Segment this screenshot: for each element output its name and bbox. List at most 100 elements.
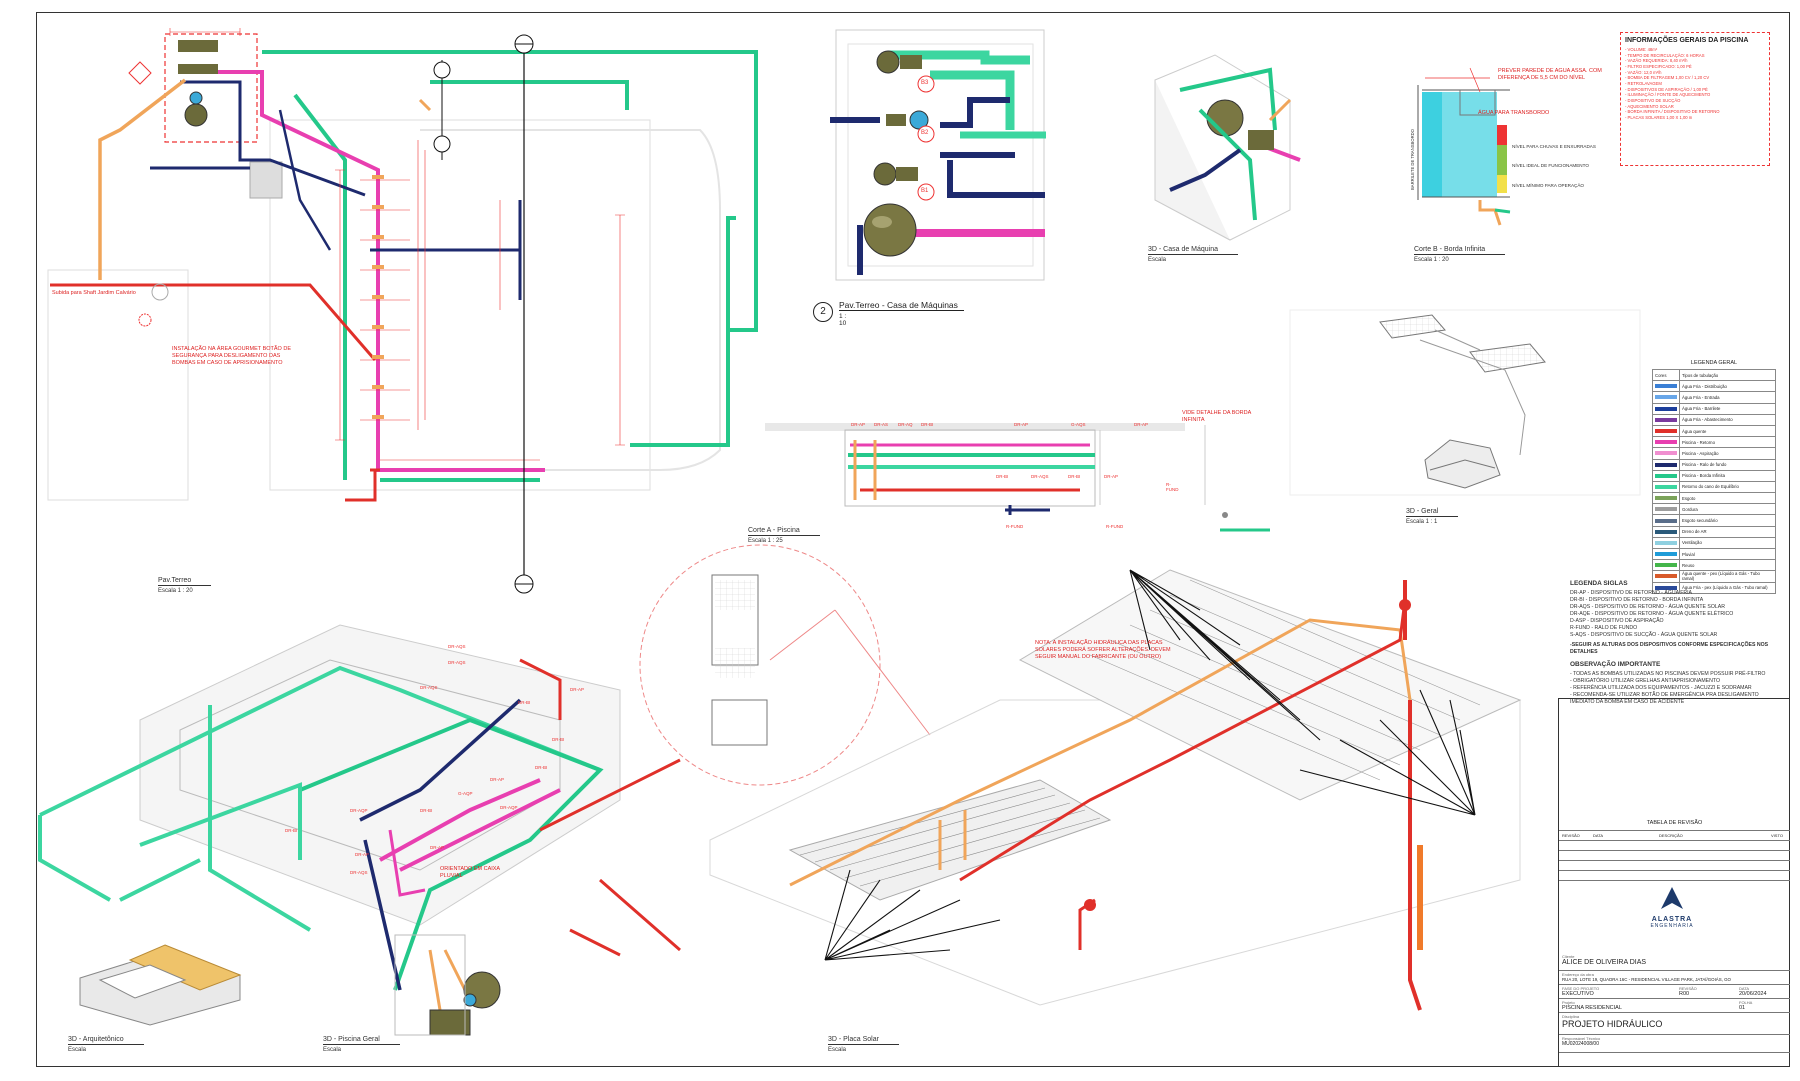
legend-row: Água Fria - Entrada (1652, 391, 1776, 404)
view-title-casa-maquina-3d: 3D - Casa de Máquina Escala (1148, 245, 1239, 265)
legend-label: Água Fria - Distribuição (1679, 380, 1776, 393)
legend-swatch (1652, 380, 1680, 393)
legend-swatch-color (1655, 440, 1677, 445)
info-line: - VOLUME: 48m³ (1625, 47, 1658, 52)
legend-row: Ventilação (1652, 536, 1776, 550)
legend-swatch-color (1655, 484, 1677, 489)
note-orientado-caixa-pluvial: ORIENTADO EM CAIXA PLUVIAL (440, 866, 500, 879)
legend-swatch-color (1655, 429, 1677, 434)
view-title-casa-maquinas-label: Pav.Terreo - Casa de Máquinas (839, 300, 964, 311)
corte-a-label: DR-AP (1134, 422, 1149, 427)
legend-swatch (1652, 536, 1680, 550)
view-title-pav-terreo-scale: Escala 1 : 20 (158, 588, 193, 595)
legend-swatch (1652, 525, 1680, 538)
stairs-detail (639, 544, 931, 786)
revision-row-empty (1559, 871, 1790, 881)
note-detalhe-borda: VIDE DETALHE DA BORDA INFINITA (1182, 410, 1251, 423)
legend-swatch-color (1655, 540, 1677, 545)
info-line: - BORDA INFINITA / DISPOSITIVO DE RETORN… (1625, 109, 1720, 115)
corte-a-label: DR-BI (1068, 474, 1081, 479)
revision-col-revisao: REVISÃO (1562, 833, 1580, 838)
piscina-label: DR-AP (430, 845, 445, 850)
piscina-label: DR-AQS (420, 685, 438, 690)
view-title-geral-3d: 3D - Geral Escala 1 : 1 (1406, 507, 1459, 527)
corte-a-label: DR-BI (996, 474, 1009, 479)
legend-row: Esgoto (1652, 492, 1776, 505)
note-gourmet: INSTALAÇÃO NA ÁREA GOURMET BOTÃO DE SEGU… (172, 346, 291, 366)
legend-label: Piscina - Retorno (1679, 436, 1776, 449)
discipline-row: Disciplina PROJETO HIDRÁULICO (1559, 1013, 1790, 1035)
piscina-label: DR-AP (490, 777, 505, 782)
piscina-label: DR-AQP (350, 808, 368, 813)
legend-row: Piscina - Retorno (1652, 436, 1776, 449)
view-title-corte-b-scale: Escala 1 : 20 (1414, 257, 1449, 264)
legend-swatch-color (1655, 563, 1677, 568)
legend-swatch (1652, 469, 1680, 482)
company-name: ALASTRA (1651, 916, 1693, 923)
pav-terreo-plan (47, 28, 758, 594)
sigla-line: S-AQS - DISPOSITIVO DE SUCÇÃO - ÁGUA QUE… (1570, 631, 1718, 638)
obs-line: - TODAS AS BOMBAS UTILIZADAS NO PISCINAS… (1570, 670, 1766, 677)
legend-row: Retorno do cano de Equilíbrio (1652, 480, 1776, 494)
legend-row: Piscina - Aspiração (1652, 447, 1776, 460)
legend-header-tipos: Tipos de tubulação (1679, 368, 1776, 382)
corte-a-label: R-FUND (1006, 524, 1024, 529)
view-title-casa-maquina-3d-scale: Escala (1148, 257, 1167, 264)
obs-title: OBSERVAÇÃO IMPORTANTE (1570, 660, 1661, 668)
legend-row: Dreno de AR (1652, 525, 1776, 538)
corte-a-label: DR-AQ (898, 422, 913, 427)
legend-swatch (1652, 480, 1680, 494)
view-title-placa-solar-3d-scale: Escala (828, 1047, 847, 1054)
legend-label: Retorno do cano de Equilíbrio (1679, 480, 1776, 494)
note-agua-transbordo: ÁGUA PARA TRANSBORDO (1478, 110, 1550, 116)
corte-a-label: R-FUND (1106, 524, 1124, 529)
address-label: Endereço da obra (1562, 972, 1594, 977)
legend-label: Ventilação (1679, 536, 1776, 550)
info-line: - BOMBA DE FILTRAGEM 1,00 CV / 1,20 CV (1625, 75, 1710, 81)
piscina-label: DR-BI (552, 737, 565, 742)
sigla-line: DR-AP - DISPOSITIVO DE RETORNO - ÁGUA FR… (1570, 589, 1693, 596)
info-line: - VAZÃO REQUERIDA: 8,40 m³/h (1625, 58, 1688, 64)
revision-col-descricao: DESCRIÇÃO (1659, 833, 1683, 838)
view-title-piscina-geral-3d-scale: Escala (323, 1047, 342, 1054)
note-nivel-ideal: NÍVEL IDEAL DE FUNCIONAMENTO (1512, 163, 1589, 168)
revision-col-visto: VISTO (1771, 833, 1783, 838)
corte-a-label: DR-AS (874, 422, 889, 427)
view-title-piscina-geral-3d: 3D - Piscina Geral Escala (323, 1035, 400, 1055)
piscina-label: DR-BI (420, 808, 433, 813)
pump-label-b2: B2 (921, 130, 929, 136)
legend-row: Pluvial (1652, 547, 1776, 561)
legend-label: Água Fria - pex (Líquido a Gás - Tubo ra… (1679, 581, 1776, 594)
note-nivel-minimo: NÍVEL MÍNIMO PARA OPERAÇÃO (1512, 183, 1584, 188)
legend-swatch (1652, 581, 1680, 594)
legend-swatch-color (1655, 507, 1677, 512)
info-box: INFORMAÇÕES GERAIS DA PISCINA - VOLUME: … (1620, 32, 1770, 166)
legend-row: Água Fria - pex (Líquido a Gás - Tubo ra… (1652, 581, 1776, 594)
legend-swatch (1652, 559, 1680, 572)
info-box-lines: - VOLUME: 48m³- TEMPO DE RECIRCULAÇÃO: 6… (1625, 47, 1765, 121)
view-title-pav-terreo-label: Pav.Terreo (158, 576, 212, 587)
legend-label: Água Fria - Abastecimento (1679, 413, 1776, 426)
note-subida: Subida para Shaft Jardim Calvário (52, 290, 136, 296)
piscina-label: DR-AP (570, 687, 585, 692)
corte-a-labels: DR-AP DR-AS DR-AQ DR-BI DR-AP G-AQS DR-A… (836, 420, 1179, 530)
legend-swatch-color (1655, 384, 1677, 389)
drawing-frame (36, 12, 1790, 1067)
sigla-line: DR-BI - DISPOSITIVO DE RETORNO - BORDA I… (1570, 596, 1704, 603)
siglas-lines: DR-AP - DISPOSITIVO DE RETORNO - ÁGUA FR… (1570, 590, 1770, 639)
info-box-title: INFORMAÇÕES GERAIS DA PISCINA (1625, 37, 1749, 44)
obs-line: - REFERÊNCIA UTILIZADA DOS EQUIPAMENTOS … (1570, 684, 1752, 691)
client-label: Cliente (1562, 954, 1575, 959)
logo-icon (1661, 887, 1683, 909)
info-line: - PLACAS SOLARES 1,00 X 1,00 m (1625, 115, 1693, 121)
revision-row-empty (1559, 841, 1790, 851)
view-title-placa-solar-3d: 3D - Placa Solar Escala (828, 1035, 899, 1055)
view-title-geral-3d-scale: Escala 1 : 1 (1406, 519, 1438, 526)
casa-maquinas-plan (830, 29, 1046, 281)
view-title-piscina-geral-3d-label: 3D - Piscina Geral (323, 1035, 400, 1046)
siglas: LEGENDA SIGLAS DR-AP - DISPOSITIVO DE RE… (1570, 580, 1770, 706)
legend-swatch (1652, 413, 1680, 426)
note-prever-parede: PREVER PAREDE DE AGUA ASSA. COM DIFERENÇ… (1498, 68, 1602, 81)
